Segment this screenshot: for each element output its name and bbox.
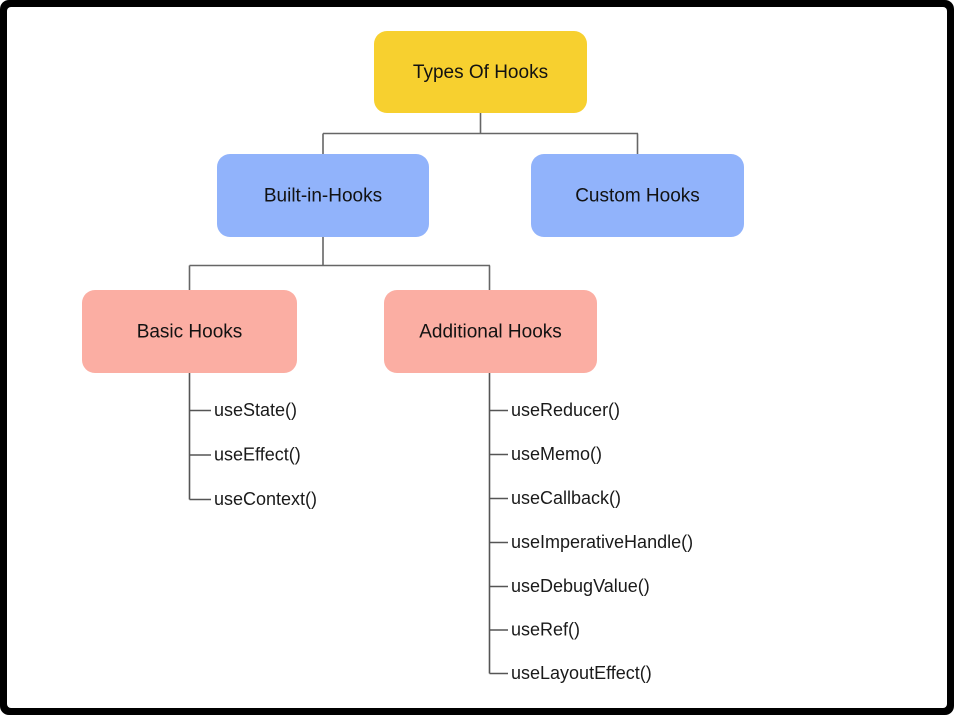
node-basic-hooks-label: Basic Hooks bbox=[137, 322, 243, 343]
leaf-item[interactable]: useImperativeHandle() bbox=[489, 532, 694, 552]
hooks-tree-diagram: Types Of Hooks Built-in-Hooks Custom Hoo… bbox=[82, 31, 744, 683]
additional-hooks-leaf-label-0: useReducer() bbox=[511, 400, 620, 420]
additional-hooks-leaf-label-6: useLayoutEffect() bbox=[511, 663, 652, 683]
connector-builtin-to-level3 bbox=[188, 237, 491, 290]
leaf-item[interactable]: useContext() bbox=[189, 489, 318, 509]
additional-hooks-leaf-label-5: useRef() bbox=[511, 619, 580, 639]
node-basic-hooks-box bbox=[82, 290, 297, 373]
node-built-in-hooks-box bbox=[217, 154, 429, 237]
leaf-item[interactable]: useMemo() bbox=[489, 444, 603, 464]
additional-hooks-leaf-group: useReducer() useMemo() useCallback() use… bbox=[488, 373, 694, 683]
node-types-of-hooks[interactable]: Types Of Hooks bbox=[374, 31, 587, 113]
basic-hooks-leaf-group: useState() useEffect() useContext() bbox=[188, 373, 318, 509]
additional-hooks-leaf-label-3: useImperativeHandle() bbox=[511, 532, 693, 552]
node-types-of-hooks-label: Types Of Hooks bbox=[413, 62, 548, 83]
leaf-item[interactable]: useRef() bbox=[489, 619, 581, 639]
node-built-in-hooks[interactable]: Built-in-Hooks bbox=[217, 154, 429, 237]
diagram-canvas: Types Of Hooks Built-in-Hooks Custom Hoo… bbox=[7, 7, 947, 708]
node-custom-hooks-label: Custom Hooks bbox=[575, 186, 700, 207]
node-built-in-hooks-label: Built-in-Hooks bbox=[264, 186, 382, 207]
additional-hooks-leaf-label-1: useMemo() bbox=[511, 444, 602, 464]
connector-root-to-level2 bbox=[322, 113, 639, 154]
node-additional-hooks-box bbox=[384, 290, 597, 373]
node-additional-hooks-label: Additional Hooks bbox=[419, 322, 562, 343]
node-custom-hooks-box bbox=[531, 154, 744, 237]
leaf-item[interactable]: useReducer() bbox=[489, 400, 621, 420]
basic-hooks-leaf-label-1: useEffect() bbox=[214, 444, 301, 464]
leaf-item[interactable]: useDebugValue() bbox=[489, 576, 650, 596]
node-custom-hooks[interactable]: Custom Hooks bbox=[531, 154, 744, 237]
basic-hooks-leaf-label-0: useState() bbox=[214, 400, 297, 420]
node-additional-hooks[interactable]: Additional Hooks bbox=[384, 290, 597, 373]
node-types-of-hooks-box bbox=[374, 31, 587, 113]
leaf-item[interactable]: useState() bbox=[189, 400, 298, 420]
basic-hooks-leaf-label-2: useContext() bbox=[214, 489, 317, 509]
leaf-item[interactable]: useLayoutEffect() bbox=[489, 663, 652, 683]
additional-hooks-leaf-label-4: useDebugValue() bbox=[511, 576, 650, 596]
additional-hooks-leaf-label-2: useCallback() bbox=[511, 488, 621, 508]
leaf-item[interactable]: useEffect() bbox=[189, 444, 301, 464]
leaf-item[interactable]: useCallback() bbox=[489, 488, 622, 508]
node-basic-hooks[interactable]: Basic Hooks bbox=[82, 290, 297, 373]
